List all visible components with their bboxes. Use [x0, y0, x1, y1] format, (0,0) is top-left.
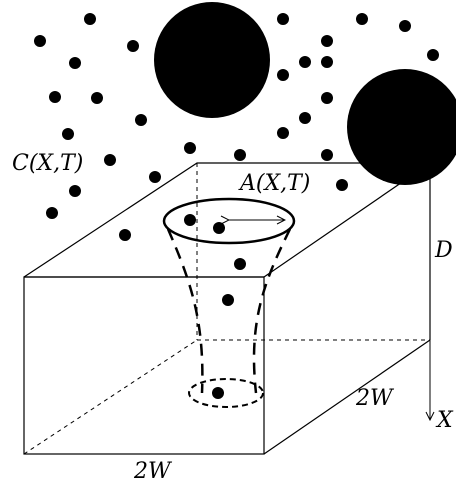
area-label: A(X,T): [238, 171, 310, 196]
axis-x-label: X: [435, 408, 454, 433]
solute-particle: [321, 56, 333, 68]
solute-particle: [321, 35, 333, 47]
solute-particle: [299, 56, 311, 68]
solute-particle: [91, 92, 103, 104]
solute-particle: [69, 57, 81, 69]
solute-particle: [213, 222, 225, 234]
solute-particle: [399, 20, 411, 32]
solute-particle: [104, 154, 116, 166]
solute-particle: [46, 207, 58, 219]
solute-particle: [234, 149, 246, 161]
solute-particle: [69, 185, 81, 197]
solute-particle: [277, 127, 289, 139]
width-bottom-label: 2W: [133, 459, 173, 484]
large-particle: [154, 2, 270, 118]
pore-bottom-ellipse: [188, 378, 264, 408]
solute-particle: [127, 40, 139, 52]
depth-label: D: [434, 238, 453, 263]
solute-particle: [321, 149, 333, 161]
solute-particle: [34, 35, 46, 47]
large-particle: [347, 69, 456, 185]
solute-particle: [135, 114, 147, 126]
solute-particle: [184, 214, 196, 226]
solute-particle: [222, 294, 234, 306]
solute-particle: [234, 258, 246, 270]
solute-particle: [84, 13, 96, 25]
solute-particle: [427, 49, 439, 61]
solute-particle: [336, 179, 348, 191]
solute-particle: [119, 229, 131, 241]
solute-particle: [49, 91, 61, 103]
solute-particle: [277, 69, 289, 81]
pore-walls: [166, 228, 292, 394]
solute-particle: [299, 112, 311, 124]
solute-particle: [277, 13, 289, 25]
concentration-label: C(X,T): [12, 151, 83, 176]
solute-particle: [62, 128, 74, 140]
solute-particle: [356, 13, 368, 25]
width-right-label: 2W: [355, 386, 395, 411]
solute-particle: [184, 142, 196, 154]
solute-particle: [149, 171, 161, 183]
solute-particle: [321, 92, 333, 104]
pore-top-ellipse: [162, 197, 296, 245]
solute-particles: [34, 13, 439, 399]
solute-particle: [212, 387, 224, 399]
solute-particle: [226, 97, 238, 109]
